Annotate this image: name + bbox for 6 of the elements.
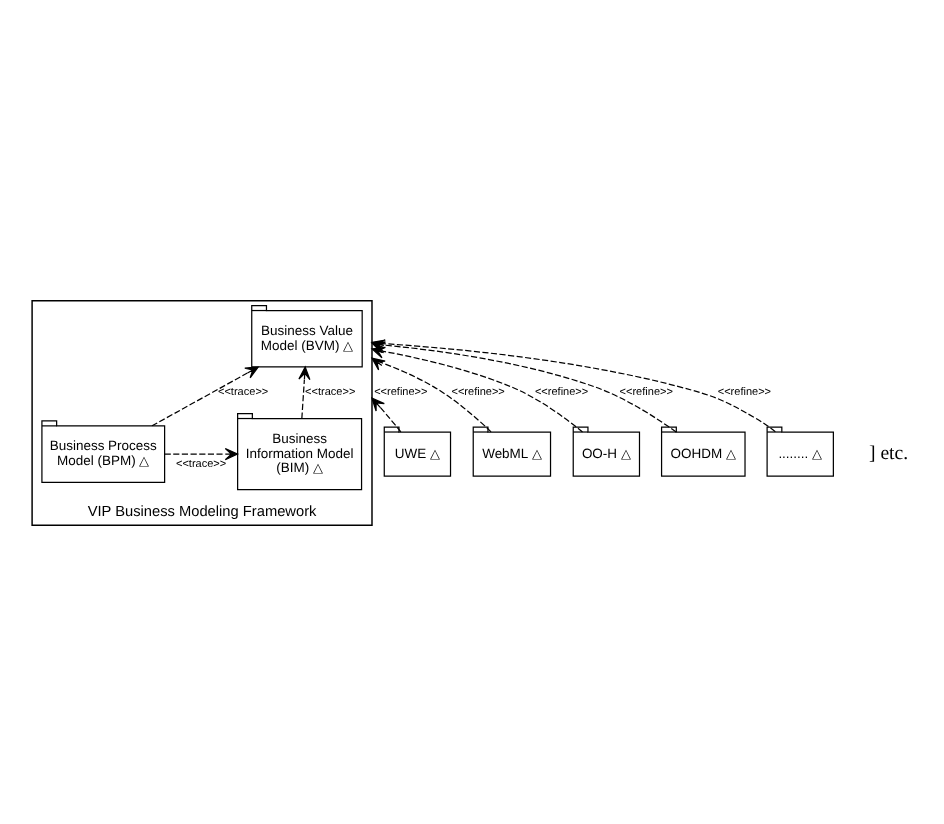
arrow xyxy=(371,356,492,432)
arrow xyxy=(151,365,259,426)
arrow xyxy=(164,446,239,460)
arrow xyxy=(371,396,402,432)
arrow xyxy=(298,365,311,418)
label: ] etc. xyxy=(868,441,909,464)
